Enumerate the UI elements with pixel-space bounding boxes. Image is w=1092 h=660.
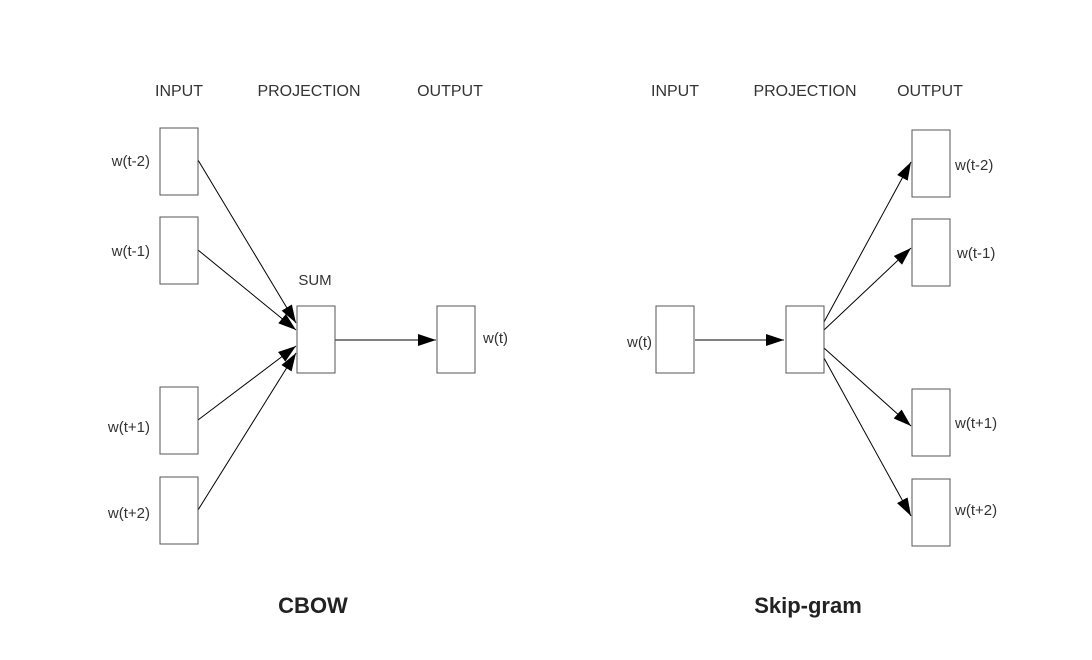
cbow-title: CBOW <box>278 593 348 618</box>
cbow-projection-box <box>296 305 336 374</box>
cbow-arrow-input-2 <box>197 249 297 331</box>
cbow-input-box-2 <box>159 216 199 285</box>
skipgram-title: Skip-gram <box>754 593 862 618</box>
cbow-input-label-3: w(t+1) <box>107 419 150 436</box>
skipgram-input-box <box>655 305 695 374</box>
skipgram-arrow-output-4 <box>823 357 912 517</box>
cbow-sum-label: SUM <box>298 272 331 289</box>
skipgram-projection-box <box>785 305 825 374</box>
cbow-arrow-input-3 <box>197 345 297 421</box>
skipgram-output-box-4 <box>911 478 951 547</box>
cbow-input-label-2: w(t-1) <box>111 243 150 260</box>
cbow-input-label-1: w(t-2) <box>111 153 150 170</box>
cbow-input-header: INPUT <box>155 83 203 100</box>
cbow-input-box-4 <box>159 476 199 545</box>
skipgram-arrow-output-2 <box>823 247 912 331</box>
cbow-input-box-1 <box>159 127 199 196</box>
skipgram-output-label-3: w(t+1) <box>954 415 997 432</box>
skipgram-arrow-output-1 <box>823 161 912 323</box>
skipgram-input-label: w(t) <box>626 334 652 351</box>
skipgram-output-label-2: w(t-1) <box>956 245 995 262</box>
skipgram-output-box-2 <box>911 218 951 287</box>
cbow-output-label: w(t) <box>482 330 508 347</box>
skipgram-output-box-1 <box>911 129 951 198</box>
skipgram-projection-header: PROJECTION <box>753 83 856 100</box>
cbow-arrow-input-4 <box>197 352 297 511</box>
skipgram-input-header: INPUT <box>651 83 699 100</box>
skipgram-output-label-1: w(t-2) <box>954 157 993 174</box>
cbow-input-label-4: w(t+2) <box>107 505 150 522</box>
cbow-arrow-input-1 <box>197 159 297 324</box>
skipgram-diagram: INPUT PROJECTION OUTPUT w(t) w(t-2) w(t-… <box>626 83 997 618</box>
cbow-output-box <box>436 305 476 374</box>
skipgram-output-header: OUTPUT <box>897 83 963 100</box>
cbow-projection-header: PROJECTION <box>257 83 360 100</box>
skipgram-output-label-4: w(t+2) <box>954 502 997 519</box>
skipgram-output-box-3 <box>911 388 951 457</box>
cbow-output-header: OUTPUT <box>417 83 483 100</box>
skipgram-arrow-output-3 <box>823 347 912 427</box>
cbow-diagram: INPUT PROJECTION OUTPUT w(t-2) w(t-1) w(… <box>107 83 508 618</box>
cbow-input-box-3 <box>159 386 199 455</box>
